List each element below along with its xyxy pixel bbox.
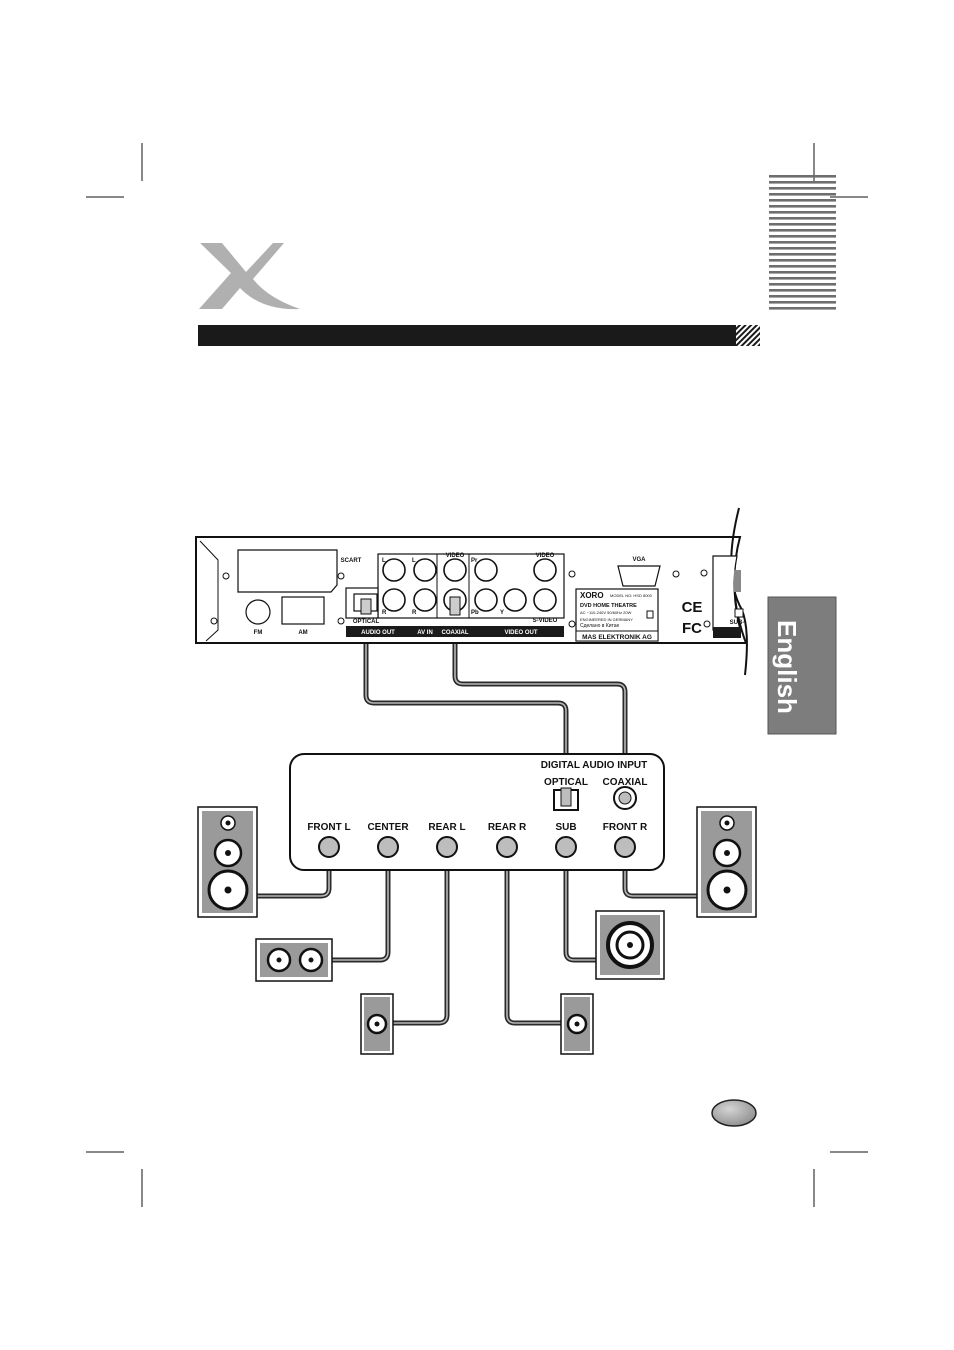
av-in-label: AV IN	[417, 630, 433, 636]
s-video-label: S-VIDEO	[533, 618, 558, 624]
dvd-player-rear-panel: SCART FM AM VIDEO VIDEO L L Pr R R Pb Y	[195, 507, 748, 676]
amplifier-panel: DIGITAL AUDIO INPUT OPTICAL COAXIAL FRON…	[289, 753, 665, 871]
subwoofer-icon	[595, 910, 665, 980]
striped-corner-block	[769, 175, 836, 310]
language-tab-label: English	[772, 620, 802, 714]
fm-label: FM	[254, 630, 263, 636]
label-model: MODEL NO: HSD 8000	[610, 593, 653, 598]
xoro-x-logo-icon	[199, 243, 300, 310]
jack-label-pr: Pr	[471, 558, 478, 564]
ce-mark: CE	[682, 599, 703, 616]
amp-optical-input	[553, 787, 579, 811]
amp-optical-label: OPTICAL	[544, 777, 588, 788]
rear-right-speaker-icon	[560, 993, 594, 1055]
player-coaxial-port	[443, 588, 467, 616]
jack-label-r-1: R	[382, 610, 387, 616]
jack-label-pb: Pb	[471, 610, 479, 616]
jack-label-r-2: R	[412, 610, 417, 616]
optical-jack-label: OPTICAL	[353, 619, 380, 625]
channel-label-front-r: FRONT R	[603, 822, 648, 833]
label-brand: XORO	[580, 591, 604, 600]
channel-label-front-l: FRONT L	[307, 822, 350, 833]
am-antenna-terminal: AM	[281, 596, 325, 636]
language-tab[interactable]: English	[767, 596, 837, 735]
header-bar	[198, 325, 760, 346]
partial-sub-block: SUB-	[712, 555, 745, 638]
channel-label-center: CENTER	[367, 822, 409, 833]
sub-partial-label: SUB-	[730, 620, 745, 626]
jack-label-l-2: L	[412, 558, 416, 564]
front-right-speaker-icon	[696, 806, 757, 918]
channel-label-sub: SUB	[555, 822, 576, 833]
jack-label-l-1: L	[382, 558, 386, 564]
scart-label: SCART	[341, 558, 362, 564]
jack-label-y: Y	[500, 610, 504, 616]
screw-holes	[210, 569, 711, 628]
fm-antenna-jack: FM	[245, 599, 271, 636]
channel-label-rear-l: REAR L	[428, 822, 465, 833]
vga-label: VGA	[632, 557, 646, 563]
digital-audio-input-label: DIGITAL AUDIO INPUT	[541, 760, 647, 771]
am-label: AM	[298, 630, 307, 636]
player-rca-jacks	[382, 558, 557, 612]
cables	[254, 613, 700, 1026]
vga-port: VGA	[617, 557, 661, 587]
page-number-badge-icon	[711, 1099, 757, 1127]
video-out-label: VIDEO OUT	[504, 630, 537, 636]
crop-marks	[86, 143, 868, 1207]
channel-label-rear-r: REAR R	[488, 822, 527, 833]
amp-speaker-jacks	[318, 836, 636, 858]
center-speaker-icon	[255, 938, 333, 982]
fc-mark: FC	[682, 620, 702, 637]
front-left-speaker-icon	[197, 806, 258, 918]
amp-coaxial-input	[613, 786, 637, 810]
label-power: AC ~110-240V 50/60Hz 20W	[580, 610, 632, 615]
player-optical-port	[353, 593, 378, 615]
audio-out-label: AUDIO OUT	[361, 630, 395, 636]
scart-connector: SCART	[237, 549, 362, 593]
video-label-1: VIDEO	[446, 553, 465, 559]
coaxial-jack-label: COAXIAL	[442, 630, 469, 636]
label-engineered: ENGINEERED IN GERMANY	[580, 617, 633, 622]
label-product: DVD HOME THEATRE	[580, 603, 637, 609]
product-label-plate: XORO MODEL NO: HSD 8000 DVD HOME THEATRE…	[575, 588, 659, 642]
rear-left-speaker-icon	[360, 993, 394, 1055]
label-made-in: Сделано в Китае	[580, 623, 620, 629]
amp-coaxial-label: COAXIAL	[603, 777, 648, 788]
video-label-2: VIDEO	[536, 553, 555, 559]
label-company: MAS ELEKTRONIK AG	[582, 634, 652, 641]
